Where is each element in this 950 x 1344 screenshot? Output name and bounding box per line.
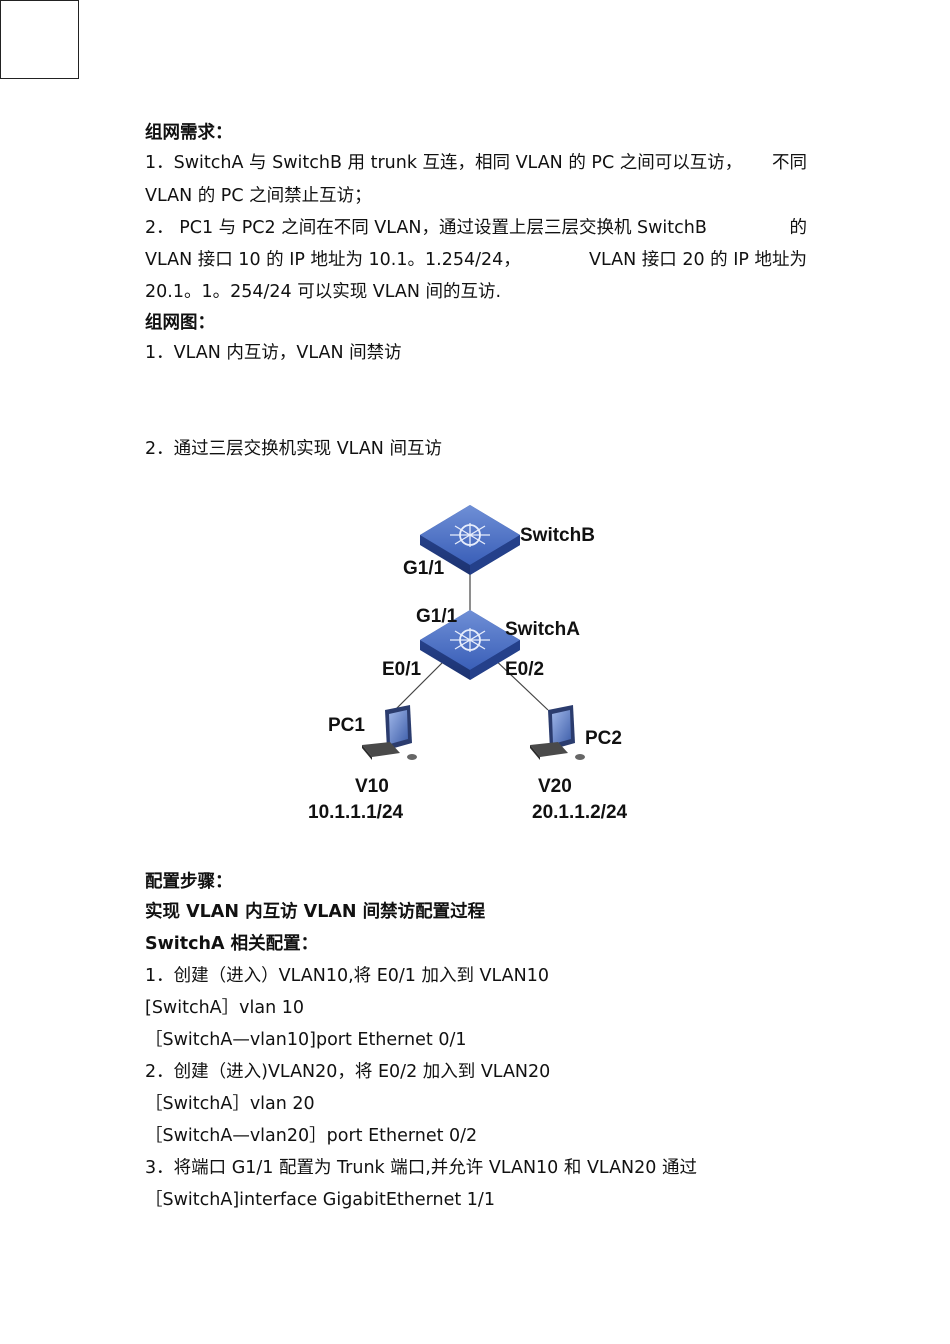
port-b-label: G1/1	[403, 558, 445, 579]
port-e02-label: E0/2	[505, 659, 544, 680]
text-segment: 1．SwitchA 与 SwitchB 用 trunk 互连，相同 VLAN 的…	[145, 153, 743, 173]
requirement-2-line-1: 2． PC1 与 PC2 之间在不同 VLAN，通过设置上层三层交换机 Swit…	[145, 216, 807, 240]
port-e01-label: E0/1	[382, 659, 422, 680]
network-diagram: SwitchB G1/1 G1/1 SwitchA E0/1 E0/2 PC1 …	[300, 495, 660, 830]
vlan2-label: V20	[538, 776, 572, 797]
config-line: 3．将端口 G1/1 配置为 Trunk 端口,并允许 VLAN10 和 VLA…	[145, 1158, 697, 1178]
switch-b-icon	[420, 505, 520, 575]
switch-b-label: SwitchB	[520, 525, 595, 546]
corner-frame	[0, 0, 79, 79]
config-line: [SwitchA］vlan 10	[145, 998, 305, 1018]
heading-requirements: 组网需求：	[145, 123, 233, 143]
config-line: ［SwitchA—vlan10]port Ethernet 0/1	[145, 1030, 467, 1050]
config-line: ［SwitchA]interface GigabitEthernet 1/1	[145, 1190, 495, 1210]
diagram-item-2: 2．通过三层交换机实现 VLAN 间互访	[145, 439, 442, 459]
port-a-label: G1/1	[416, 606, 458, 627]
diagram-item-1: 1．VLAN 内互访，VLAN 间禁访	[145, 343, 402, 363]
text-segment: 的	[789, 218, 808, 238]
requirement-2-line-3: 20.1。1。254/24 可以实现 VLAN 间的互访.	[145, 282, 502, 302]
link-a-pc1	[394, 654, 451, 711]
link-a-pc2	[489, 654, 549, 711]
config-line: ［SwitchA］vlan 20	[145, 1094, 315, 1114]
heading-steps: 配置步骤：	[145, 872, 233, 892]
ip2-label: 20.1.1.2/24	[532, 802, 628, 823]
switch-a-icon	[420, 610, 520, 680]
requirement-2-line-2: VLAN 接口 10 的 IP 地址为 10.1。1.254/24， VLAN …	[145, 248, 807, 272]
text-segment: 不同	[772, 153, 807, 173]
config-line: 1．创建（进入）VLAN10,将 E0/1 加入到 VLAN10	[145, 966, 550, 986]
requirement-1-line-2: VLAN 的 PC 之间禁止互访；	[145, 186, 372, 206]
text-segment: 2． PC1 与 PC2 之间在不同 VLAN，通过设置上层三层交换机 Swit…	[145, 218, 707, 238]
requirement-1-line-1: 1．SwitchA 与 SwitchB 用 trunk 互连，相同 VLAN 的…	[145, 151, 807, 175]
config-line: 2．创建（进入)VLAN20，将 E0/2 加入到 VLAN20	[145, 1062, 551, 1082]
switch-a-label: SwitchA	[505, 619, 580, 640]
pc2-icon	[530, 705, 585, 760]
pc1-label: PC1	[328, 715, 365, 736]
heading-process: 实现 VLAN 内互访 VLAN 间禁访配置过程	[145, 902, 486, 922]
text-segment: VLAN 接口 20 的 IP 地址为	[589, 250, 807, 270]
text-segment: VLAN 接口 10 的 IP 地址为 10.1。1.254/24，	[145, 250, 521, 270]
heading-diagram: 组网图：	[145, 313, 215, 333]
heading-switcha: SwitchA 相关配置：	[145, 934, 319, 954]
config-line: ［SwitchA—vlan20］port Ethernet 0/2	[145, 1126, 478, 1146]
pc1-icon	[362, 705, 417, 760]
vlan1-label: V10	[355, 776, 389, 797]
pc2-label: PC2	[585, 728, 622, 749]
ip1-label: 10.1.1.1/24	[308, 802, 404, 823]
